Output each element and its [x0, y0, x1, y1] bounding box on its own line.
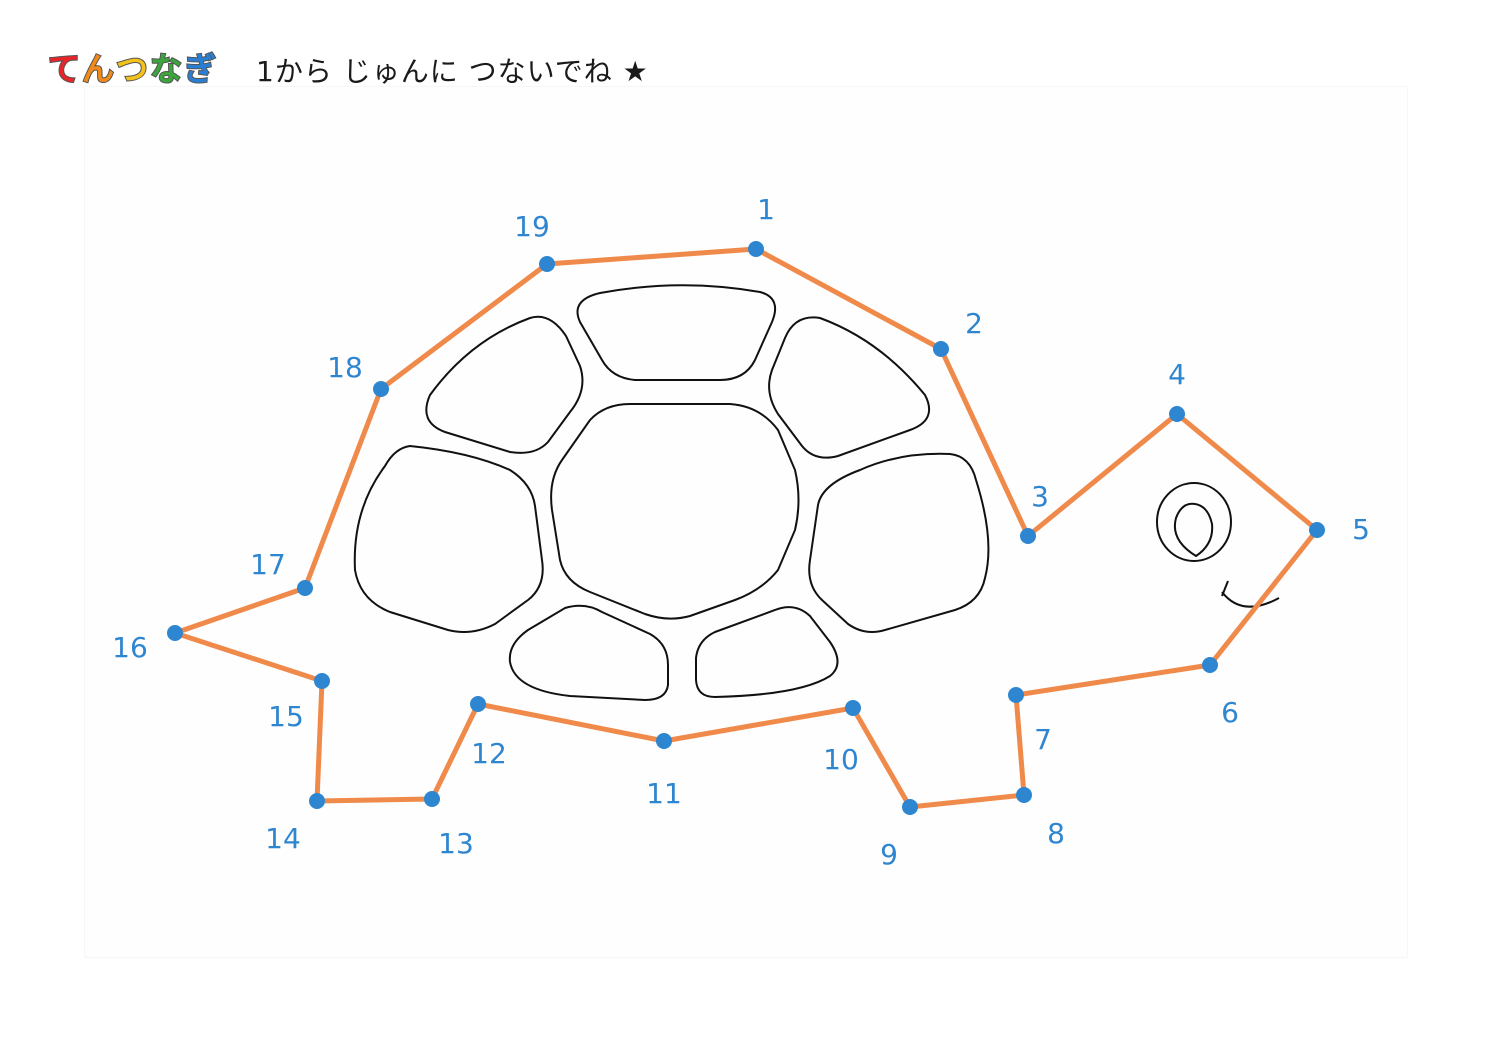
logo-graphic: てててんんんつつつなななぎぎぎ: [44, 47, 219, 91]
logo-char-outline: ん: [82, 50, 114, 88]
shell-top-plate: [576, 284, 776, 381]
turtle-eye-inner: [1174, 502, 1214, 558]
dot-label-12: 12: [471, 737, 507, 770]
turtle-face: [1156, 482, 1280, 608]
logo-char-shadow: な: [150, 50, 182, 88]
dot-19[interactable]: [539, 256, 555, 272]
turtle-eye-outer: [1156, 482, 1232, 562]
dot-label-10: 10: [823, 743, 859, 776]
turtle-shell-drawing: [353, 284, 990, 702]
logo-char-outline: な: [150, 50, 182, 88]
dot-label-17: 17: [250, 548, 286, 581]
dot-label-16: 16: [112, 631, 148, 664]
connecting-lines: [172, 246, 1320, 810]
shell-center-plate: [550, 403, 800, 620]
logo-char-shadow: つ: [116, 50, 148, 88]
logo-char-shadow: ぎ: [184, 50, 216, 88]
dot-label-2: 2: [965, 307, 983, 340]
dot-label-5: 5: [1352, 513, 1370, 546]
app-logo: てててんんんつつつなななぎぎぎ: [44, 46, 224, 91]
dot-16[interactable]: [167, 625, 183, 641]
shell-upper-right-plate: [768, 316, 930, 459]
instruction-text: 1から じゅんに つないでね ★: [256, 55, 649, 88]
dot-label-3: 3: [1031, 480, 1049, 513]
dot-label-4: 4: [1168, 358, 1186, 391]
shell-right-plate: [808, 452, 990, 633]
dot-label-13: 13: [438, 827, 474, 860]
worksheet: [84, 86, 1408, 958]
dot-3[interactable]: [1020, 528, 1036, 544]
dot-10[interactable]: [845, 700, 861, 716]
numbered-dots: [167, 241, 1325, 815]
dot-1[interactable]: [748, 241, 764, 257]
dot-label-19: 19: [514, 210, 550, 243]
dot-6[interactable]: [1202, 657, 1218, 673]
logo-char-outline: ぎ: [184, 50, 216, 88]
logo-char: な: [150, 50, 182, 88]
dot-label-15: 15: [268, 700, 304, 733]
dot-label-14: 14: [265, 822, 301, 855]
dot-18[interactable]: [373, 381, 389, 397]
shell-left-plate: [353, 444, 544, 633]
logo-char-shadow: て: [48, 50, 80, 88]
logo-char-outline: つ: [116, 50, 148, 88]
dot-label-1: 1: [757, 193, 775, 226]
shell-lower-left-plate: [508, 604, 669, 702]
dot-8[interactable]: [1016, 787, 1032, 803]
dot-label-8: 8: [1047, 817, 1065, 850]
dot-14[interactable]: [309, 793, 325, 809]
dot-7[interactable]: [1008, 687, 1024, 703]
dot-label-7: 7: [1034, 723, 1052, 756]
turtle-mouth: [1221, 591, 1280, 608]
dot-4[interactable]: [1169, 406, 1185, 422]
shell-upper-left-plate: [425, 315, 584, 454]
dot-17[interactable]: [297, 580, 313, 596]
turtle-mouth-tick: [1221, 580, 1229, 597]
logo-char: て: [48, 50, 80, 88]
dot-15[interactable]: [314, 673, 330, 689]
dot-5[interactable]: [1309, 522, 1325, 538]
dot-label-11: 11: [646, 777, 682, 810]
dot-label-9: 9: [880, 838, 898, 871]
dot-9[interactable]: [902, 799, 918, 815]
logo-char: ぎ: [184, 50, 216, 88]
dot-12[interactable]: [470, 696, 486, 712]
dot-13[interactable]: [424, 791, 440, 807]
dot-11[interactable]: [656, 733, 672, 749]
shell-lower-right-plate: [695, 606, 839, 699]
logo-char-outline: て: [48, 50, 80, 88]
dot-2[interactable]: [933, 341, 949, 357]
logo-char: つ: [116, 50, 148, 88]
logo-char-shadow: ん: [82, 50, 114, 88]
connecting-line-path: [172, 246, 1320, 810]
logo-char: ん: [82, 50, 114, 88]
dot-label-18: 18: [327, 351, 363, 384]
dot-label-6: 6: [1221, 696, 1239, 729]
header: てててんんんつつつなななぎぎぎ 1から じゅんに つないでね ★: [0, 0, 1492, 110]
